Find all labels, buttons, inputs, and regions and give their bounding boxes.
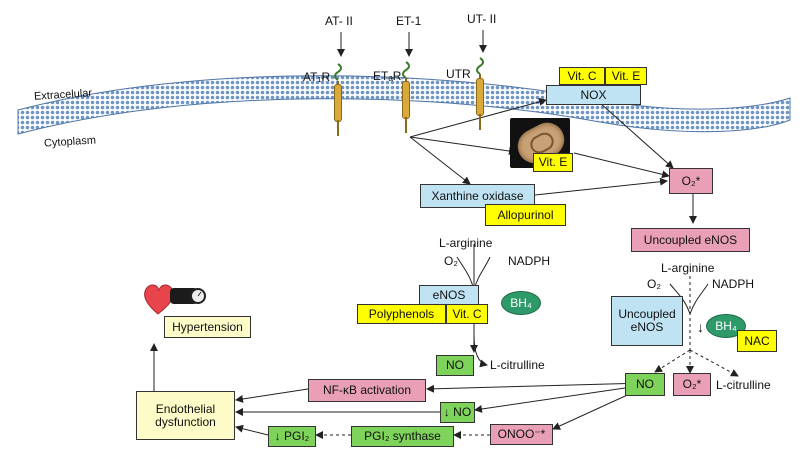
nox-box: NOX [546, 85, 641, 105]
o2-left: O₂ [444, 254, 458, 268]
pgi2-synthase-box: PGI₂ synthase [351, 426, 454, 447]
l-citrulline-right: L-citrulline [716, 378, 771, 392]
vit-e-mito: Vit. E [533, 153, 573, 172]
nac-box: NAC [737, 330, 777, 352]
l-citrulline-left: L-citrulline [490, 358, 545, 372]
receptor-eta [402, 81, 410, 119]
no-right: NO [625, 373, 665, 396]
vit-e-top: Vit. E [605, 67, 647, 85]
polyphenols-box: Polyphenols [357, 304, 446, 324]
receptor-label-etar: ETₐR [373, 69, 402, 83]
nfkb-activation-box: NF-κB activation [308, 379, 426, 402]
receptor-label-utr: UTR [446, 67, 471, 81]
enos-box: eNOS [419, 285, 479, 305]
down-no-box: ↓ NO [440, 402, 475, 423]
agonist-ut2: UT- II [467, 12, 497, 26]
heart-with-blood-pressure-cuff-icon [140, 280, 210, 320]
agonist-at2: AT- II [325, 14, 353, 28]
down-pgi2-box: ↓ PGI₂ [268, 426, 316, 447]
superoxide-top: O₂* [669, 168, 713, 194]
bh4-left: BH₄ [501, 291, 541, 315]
o2-right: O₂ [647, 277, 661, 291]
cell-membrane [17, 75, 791, 135]
agonist-et1: ET-1 [396, 14, 422, 28]
hypertension-box: Hypertension [164, 316, 251, 338]
bh4-right: BH₄ [706, 314, 746, 338]
allopurinol-box: Allopurinol [485, 204, 566, 226]
nadph-right: NADPH [712, 277, 755, 291]
receptor-ut [476, 78, 484, 116]
superoxide-right: O₂* [673, 373, 711, 396]
uncoupled-enos-right: Uncoupled eNOS [611, 296, 683, 346]
onoo-box: ONOO⁻* [490, 424, 553, 445]
vit-c-top: Vit. C [559, 67, 605, 85]
vit-c-mid: Vit. C [446, 304, 488, 324]
no-left: NO [436, 355, 474, 376]
receptor-label-at1r: AT₁R [303, 70, 331, 84]
nadph-left: NADPH [508, 254, 551, 268]
l-arginine-right: L-arginine [661, 261, 715, 275]
endothelial-dysfunction-box: Endothelial dysfunction [136, 391, 235, 440]
uncoupled-enos-top: Uncoupled eNOS [631, 228, 750, 252]
l-arginine-left: L-arginine [439, 236, 493, 250]
bh4-down-arrow: ↓ [697, 319, 704, 335]
receptor-at1 [334, 84, 342, 122]
